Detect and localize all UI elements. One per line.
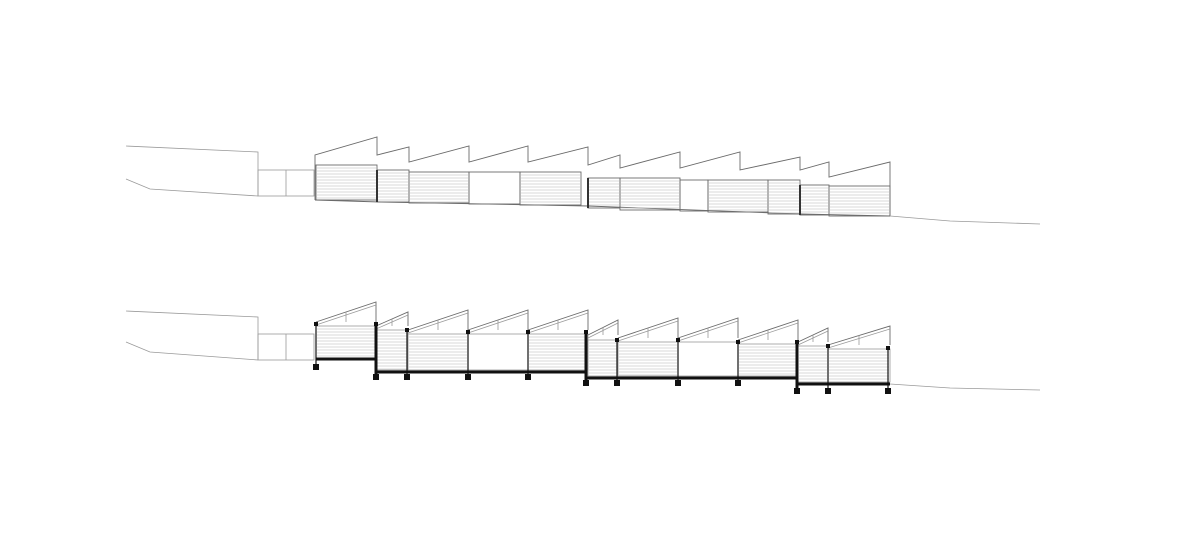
roof-truss <box>375 311 409 327</box>
facade-panel <box>519 171 582 206</box>
column-footing <box>583 380 589 386</box>
column-footing <box>735 380 741 386</box>
roof-truss <box>827 325 891 346</box>
section-ground-left <box>125 341 259 361</box>
elevation-ground-left <box>125 178 259 197</box>
column-cap <box>374 322 378 326</box>
column-cap <box>826 344 830 348</box>
column-cap <box>676 338 680 342</box>
section-roof-trusses <box>315 301 891 349</box>
column-footing <box>404 374 410 380</box>
infill-panel <box>617 341 679 377</box>
column-footing <box>794 388 800 394</box>
column-cap <box>314 322 318 326</box>
roof-truss <box>587 319 619 336</box>
section-ground-right <box>889 383 1041 391</box>
facade-panel <box>408 171 470 204</box>
column-footing <box>313 364 319 370</box>
column-footing <box>373 374 379 380</box>
roof-truss <box>467 309 529 331</box>
facade-panel <box>468 171 521 205</box>
column-cap <box>405 328 409 332</box>
column-cap <box>526 330 530 334</box>
column-cap <box>795 340 799 344</box>
roof-truss <box>617 317 679 339</box>
column-cap <box>886 346 890 350</box>
facade-panel <box>767 179 801 215</box>
roof-truss <box>407 309 469 331</box>
elevation-ground-right <box>889 215 1041 225</box>
column-footing <box>825 388 831 394</box>
column-cap <box>736 340 740 344</box>
roof-truss <box>677 317 739 339</box>
facade-panel <box>828 185 891 217</box>
infill-panel <box>827 348 891 383</box>
elevation-view <box>125 136 1041 225</box>
elevation-facade-panels <box>315 164 891 217</box>
section-left-wall <box>125 310 259 360</box>
elevation-left-wall <box>125 145 259 196</box>
infill-panel <box>315 325 377 360</box>
roof-truss <box>315 301 377 323</box>
column-cap <box>466 330 470 334</box>
roof-truss <box>527 309 589 331</box>
section-columns <box>313 322 891 394</box>
column-footing <box>885 388 891 394</box>
section-view <box>125 301 1041 394</box>
elevation-roof <box>314 136 891 216</box>
roof-truss <box>797 327 829 343</box>
infill-panel <box>677 341 739 377</box>
roof-truss <box>737 319 799 341</box>
column-footing <box>614 380 620 386</box>
column-footing <box>675 380 681 386</box>
column-cap <box>615 338 619 342</box>
column-footing <box>525 374 531 380</box>
facade-panel <box>679 179 709 212</box>
column-footing <box>465 374 471 380</box>
column-cap <box>584 330 588 334</box>
infill-panel <box>467 333 529 371</box>
